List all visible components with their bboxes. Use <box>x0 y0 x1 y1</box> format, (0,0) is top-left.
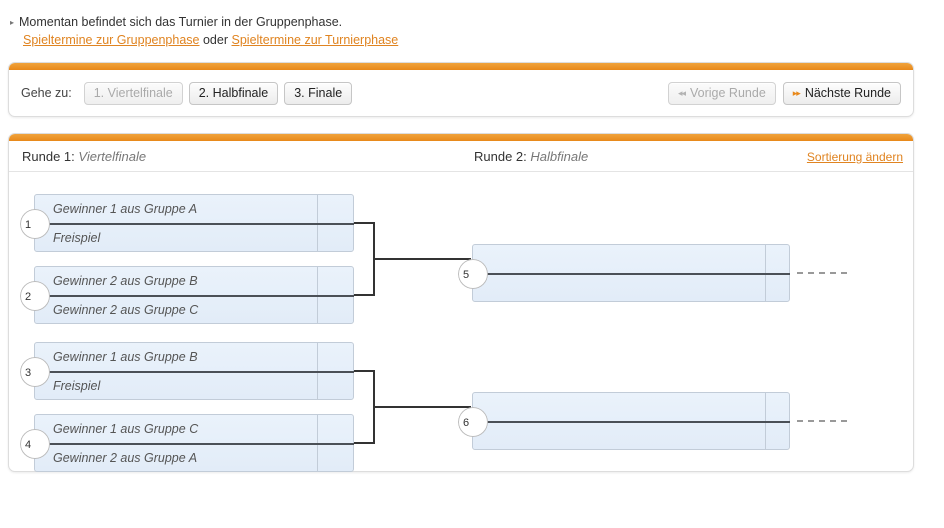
round-name: Halbfinale <box>530 149 589 164</box>
panel-accent-bar <box>9 63 913 70</box>
previous-round-button[interactable]: ◂◂ Vorige Runde <box>667 81 776 105</box>
match-slot-top[interactable] <box>473 245 789 274</box>
match-slot-top[interactable]: Gewinner 1 aus Gruppe B <box>53 350 198 364</box>
connector-h-match3 <box>354 370 375 372</box>
connector-h-match1 <box>354 222 375 224</box>
match-number-badge: 4 <box>20 429 50 459</box>
connector-dashed-to-final-2 <box>797 420 847 422</box>
status-notice: ▸ Momentan befindet sich das Turnier in … <box>10 14 920 49</box>
match-slot-bottom[interactable] <box>473 422 789 451</box>
match-slot-bottom[interactable]: Freispiel <box>53 231 101 245</box>
match-box-3[interactable]: Gewinner 1 aus Gruppe B Freispiel 3 <box>20 342 354 400</box>
round-button-label: 2. Halbfinale <box>198 86 269 100</box>
round-headers: Runde 1: Viertelfinale Runde 2: Halbfina… <box>9 141 913 172</box>
double-arrow-right-icon: ▸▸ <box>792 87 801 98</box>
goto-label: Gehe zu: <box>21 86 72 100</box>
navigation-toolbar: Gehe zu: 1. Viertelfinale 2. Halbfinale … <box>9 70 913 116</box>
match-number-badge: 6 <box>458 407 488 437</box>
match-slot-top[interactable]: Gewinner 1 aus Gruppe A <box>53 202 198 216</box>
round-button-label: 3. Finale <box>294 86 343 100</box>
connector-h-match4 <box>354 442 375 444</box>
round-button-label: 1. Viertelfinale <box>93 86 173 100</box>
bracket-body: Gewinner 1 aus Gruppe A Freispiel 1 Gewi… <box>9 172 913 472</box>
match-number-badge: 3 <box>20 357 50 387</box>
connector-h-to-match5 <box>373 258 471 260</box>
match-slot-top[interactable]: Gewinner 1 aus Gruppe C <box>53 422 199 436</box>
match-box-4[interactable]: Gewinner 1 aus Gruppe C Gewinner 2 aus G… <box>20 414 354 472</box>
notice-links: Spieltermine zur Gruppenphase oder Spiel… <box>23 31 920 49</box>
match-slot-top[interactable]: Gewinner 2 aus Gruppe B <box>53 274 198 288</box>
round-button-finale[interactable]: 3. Finale <box>284 81 353 105</box>
bracket-panel: Runde 1: Viertelfinale Runde 2: Halbfina… <box>8 133 914 472</box>
match-slot-bottom[interactable]: Gewinner 2 aus Gruppe C <box>53 303 199 317</box>
connector-h-to-match6 <box>373 406 471 408</box>
next-round-button[interactable]: ▸▸ Nächste Runde <box>782 81 901 105</box>
round-navigation-panel: Gehe zu: 1. Viertelfinale 2. Halbfinale … <box>8 62 914 117</box>
match-mid-line <box>35 443 354 445</box>
notice-line: ▸ Momentan befindet sich das Turnier in … <box>10 14 920 31</box>
link-spieltermine-gruppenphase[interactable]: Spieltermine zur Gruppenphase <box>23 33 200 47</box>
match-slot-bottom[interactable]: Freispiel <box>53 379 101 393</box>
bullet-arrow-icon: ▸ <box>10 18 15 27</box>
link-separator: oder <box>202 33 229 47</box>
match-box-5[interactable]: 5 <box>458 244 790 303</box>
round-button-viertelfinale[interactable]: 1. Viertelfinale <box>83 81 183 105</box>
match-number-badge: 2 <box>20 281 50 311</box>
connector-dashed-to-final-1 <box>797 272 847 274</box>
match-mid-line <box>473 421 790 423</box>
match-mid-line <box>473 273 790 275</box>
match-slot-bottom[interactable]: Gewinner 2 aus Gruppe A <box>53 451 198 465</box>
previous-round-label: Vorige Runde <box>690 86 766 100</box>
match-box-1[interactable]: Gewinner 1 aus Gruppe A Freispiel 1 <box>20 194 354 252</box>
round-title-1: Runde 1: Viertelfinale <box>22 149 146 164</box>
round-prefix: Runde 2: <box>474 149 527 164</box>
panel-accent-bar <box>9 134 913 141</box>
match-mid-line <box>35 295 354 297</box>
double-arrow-left-icon: ◂◂ <box>677 87 686 98</box>
round-name: Viertelfinale <box>78 149 147 164</box>
match-box-6[interactable]: 6 <box>458 392 790 451</box>
match-number-badge: 5 <box>458 259 488 289</box>
round-title-2: Runde 2: Halbfinale <box>474 149 588 164</box>
match-mid-line <box>35 371 354 373</box>
connector-h-match2 <box>354 294 375 296</box>
match-slot-top[interactable] <box>473 393 789 422</box>
round-stepper-group: ◂◂ Vorige Runde ▸▸ Nächste Runde <box>661 81 901 105</box>
round-prefix: Runde 1: <box>22 149 75 164</box>
bracket-inner: Runde 1: Viertelfinale Runde 2: Halbfina… <box>9 141 913 472</box>
round-button-halbfinale[interactable]: 2. Halbfinale <box>188 81 279 105</box>
link-spieltermine-turnierphase[interactable]: Spieltermine zur Turnierphase <box>231 33 399 47</box>
change-sorting-link[interactable]: Sortierung ändern <box>806 150 903 164</box>
match-slot-bottom[interactable] <box>473 274 789 303</box>
match-box-2[interactable]: Gewinner 2 aus Gruppe B Gewinner 2 aus G… <box>20 266 354 324</box>
match-number-badge: 1 <box>20 209 50 239</box>
notice-text: Momentan befindet sich das Turnier in de… <box>19 15 343 29</box>
next-round-label: Nächste Runde <box>804 86 891 100</box>
match-mid-line <box>35 223 354 225</box>
